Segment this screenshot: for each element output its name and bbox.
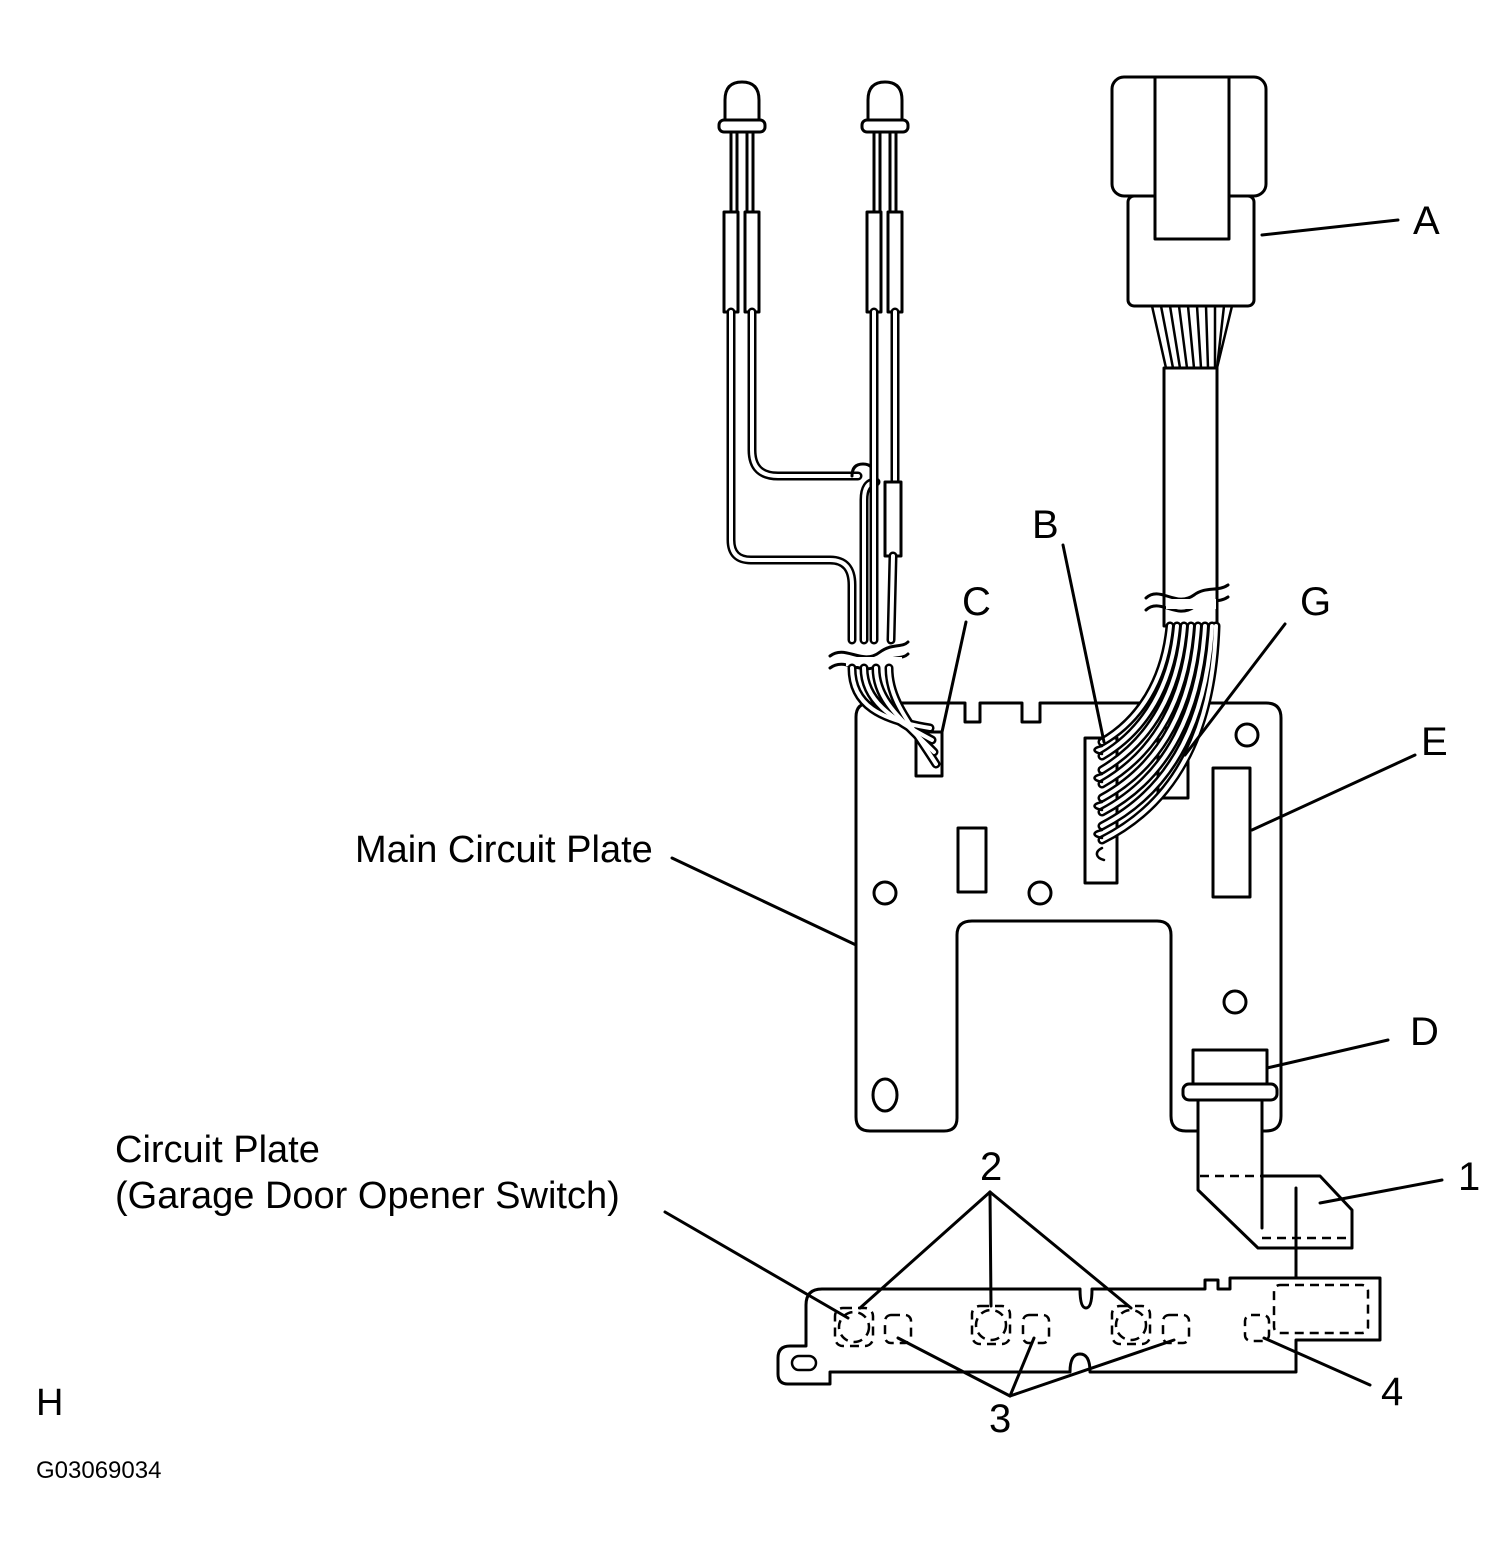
bulb-wiring [726, 307, 941, 769]
harness-a-to-b [1093, 621, 1221, 862]
component-chip [956, 826, 988, 894]
label-c: C [962, 580, 991, 624]
label-corner-h: H [36, 1382, 63, 1424]
connector-d [1181, 1048, 1279, 1102]
label-2: 2 [980, 1145, 1002, 1189]
label-circuit-plate: Circuit Plate [115, 1129, 320, 1171]
bulb-left [717, 80, 767, 314]
figure-id: G03069034 [36, 1457, 161, 1484]
label-4: 4 [1381, 1370, 1403, 1414]
label-1: 1 [1458, 1155, 1480, 1199]
label-b: B [1032, 503, 1059, 547]
label-garage-door-opener-switch: (Garage Door Opener Switch) [115, 1175, 620, 1217]
label-e: E [1421, 720, 1448, 764]
connector-e-block [1211, 766, 1252, 899]
label-g: G [1300, 580, 1331, 624]
connector-a [1110, 75, 1268, 628]
garage-door-switch-plate [776, 1276, 1382, 1386]
label-d: D [1410, 1010, 1439, 1054]
label-a: A [1413, 199, 1440, 243]
flex-cable-1 [1196, 1098, 1354, 1284]
leader-lines [663, 218, 1444, 1398]
label-3: 3 [989, 1397, 1011, 1441]
label-main-circuit-plate: Main Circuit Plate [355, 829, 653, 871]
bulb-right [860, 80, 910, 314]
